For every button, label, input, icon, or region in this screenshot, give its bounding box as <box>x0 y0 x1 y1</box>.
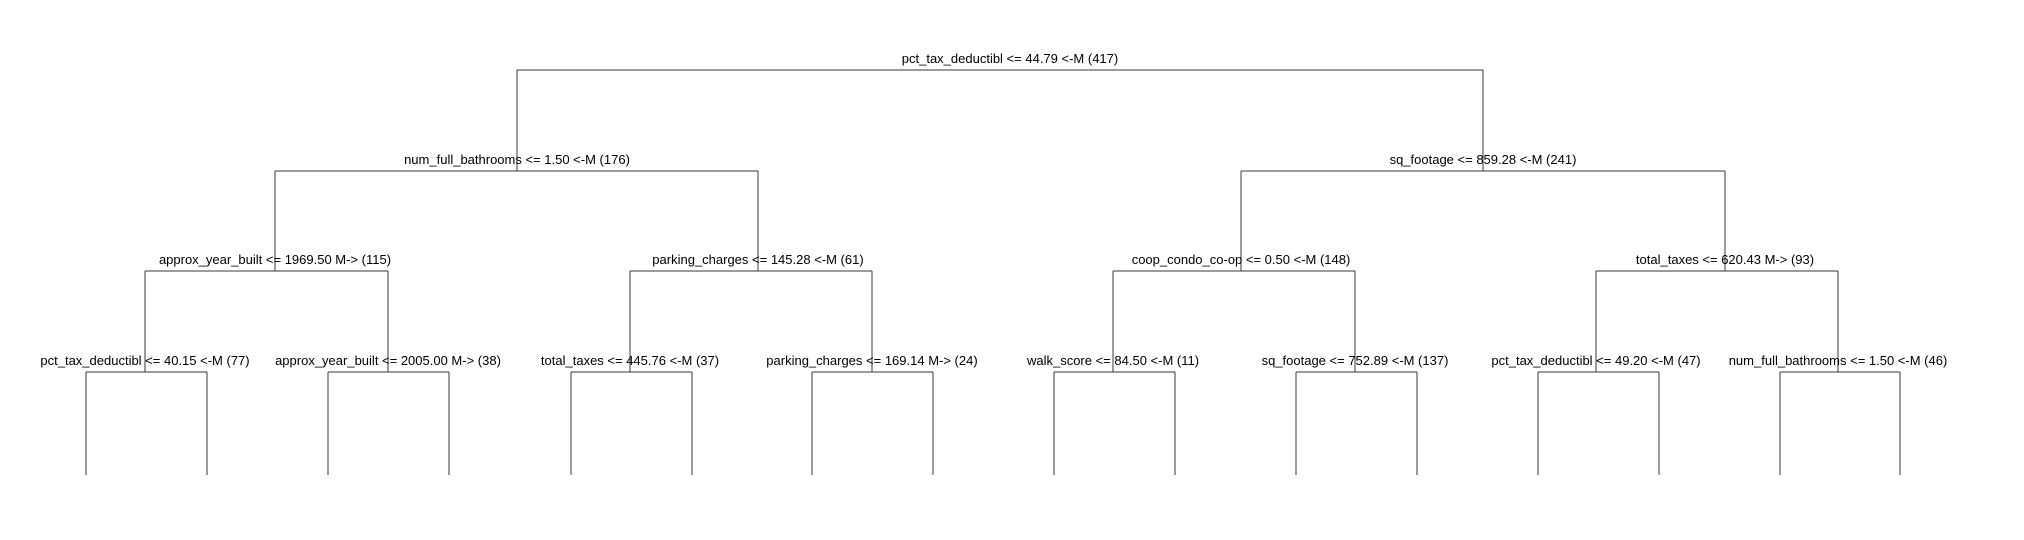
node-label: walk_score <= 84.50 <-M (11) <box>1026 353 1199 368</box>
node-label: sq_footage <= 859.28 <-M (241) <box>1390 152 1577 167</box>
tree-edges <box>85 69 1901 475</box>
node-label: pct_tax_deductibl <= 40.15 <-M (77) <box>40 353 249 368</box>
node-label: parking_charges <= 145.28 <-M (61) <box>652 252 863 267</box>
node-label: pct_tax_deductibl <= 49.20 <-M (47) <box>1491 353 1700 368</box>
node-label: parking_charges <= 169.14 M-> (24) <box>766 353 977 368</box>
node-label: coop_condo_co-op <= 0.50 <-M (148) <box>1132 252 1351 267</box>
tree-node-labels: pct_tax_deductibl <= 44.79 <-M (417) num_… <box>40 51 1947 368</box>
node-label: approx_year_built <= 1969.50 M-> (115) <box>159 252 391 267</box>
node-label: num_full_bathrooms <= 1.50 <-M (176) <box>404 152 630 167</box>
node-label: pct_tax_deductibl <= 44.79 <-M (417) <box>902 51 1118 66</box>
node-label: total_taxes <= 445.76 <-M (37) <box>541 353 719 368</box>
node-label: total_taxes <= 620.43 M-> (93) <box>1636 252 1814 267</box>
node-label: num_full_bathrooms <= 1.50 <-M (46) <box>1729 353 1948 368</box>
node-label: sq_footage <= 752.89 <-M (137) <box>1262 353 1449 368</box>
node-label: approx_year_built <= 2005.00 M-> (38) <box>275 353 501 368</box>
